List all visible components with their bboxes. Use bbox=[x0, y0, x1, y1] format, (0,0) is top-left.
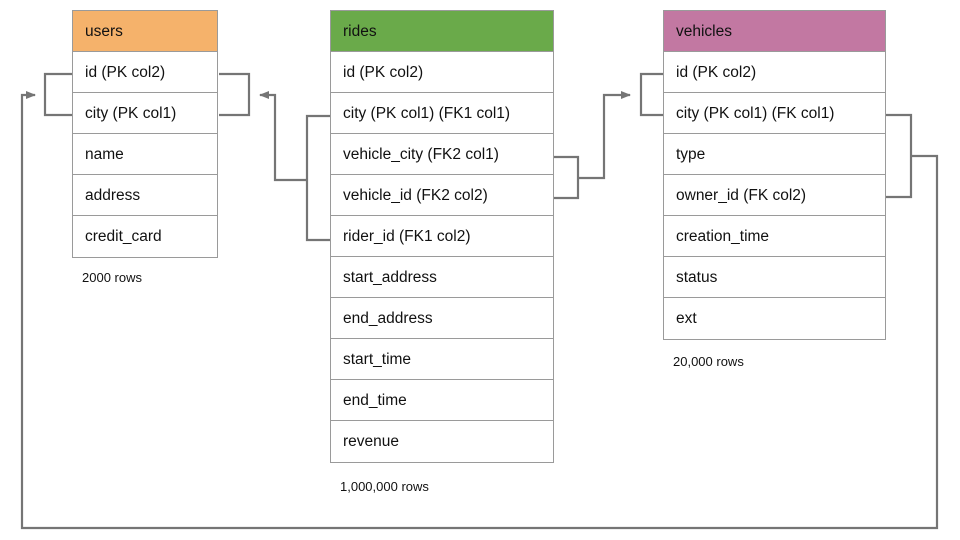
table-vehicles-column-city[interactable]: city (PK col1) (FK col1) bbox=[664, 93, 885, 134]
table-users[interactable]: users id (PK col2) city (PK col1) name a… bbox=[72, 10, 218, 258]
table-users-column-credit-card[interactable]: credit_card bbox=[73, 216, 217, 257]
connector-users-left-bracket bbox=[43, 72, 73, 117]
table-vehicles[interactable]: vehicles id (PK col2) city (PK col1) (FK… bbox=[663, 10, 886, 340]
table-users-row-count: 2000 rows bbox=[82, 270, 142, 285]
table-vehicles-column-owner-id[interactable]: owner_id (FK col2) bbox=[664, 175, 885, 216]
table-vehicles-column-creation-time[interactable]: creation_time bbox=[664, 216, 885, 257]
table-users-column-address[interactable]: address bbox=[73, 175, 217, 216]
table-rides[interactable]: rides id (PK col2) city (PK col1) (FK1 c… bbox=[330, 10, 554, 463]
connector-vehicles-left-bracket bbox=[639, 72, 664, 117]
table-users-column-id[interactable]: id (PK col2) bbox=[73, 52, 217, 93]
table-rides-column-revenue[interactable]: revenue bbox=[331, 421, 553, 462]
table-vehicles-column-type[interactable]: type bbox=[664, 134, 885, 175]
table-rides-column-vehicle-id[interactable]: vehicle_id (FK2 col2) bbox=[331, 175, 553, 216]
table-rides-column-rider-id[interactable]: rider_id (FK1 col2) bbox=[331, 216, 553, 257]
table-vehicles-column-id[interactable]: id (PK col2) bbox=[664, 52, 885, 93]
table-rides-column-end-time[interactable]: end_time bbox=[331, 380, 553, 421]
table-users-column-name[interactable]: name bbox=[73, 134, 217, 175]
table-rides-column-start-time[interactable]: start_time bbox=[331, 339, 553, 380]
connector-rides-left-bracket bbox=[305, 114, 331, 242]
connector-vehicles-right-bracket bbox=[886, 113, 913, 199]
table-rides-column-start-address[interactable]: start_address bbox=[331, 257, 553, 298]
table-users-column-city[interactable]: city (PK col1) bbox=[73, 93, 217, 134]
table-rides-column-vehicle-city[interactable]: vehicle_city (FK2 col1) bbox=[331, 134, 553, 175]
connector-rides-right-bracket bbox=[554, 155, 580, 200]
table-users-header: users bbox=[73, 11, 217, 52]
connector-rides-to-vehicles bbox=[578, 91, 631, 180]
table-rides-row-count: 1,000,000 rows bbox=[340, 479, 429, 494]
connector-users-right-bracket bbox=[219, 72, 251, 117]
connector-rides-to-users bbox=[259, 91, 307, 182]
table-rides-column-id[interactable]: id (PK col2) bbox=[331, 52, 553, 93]
table-vehicles-column-ext[interactable]: ext bbox=[664, 298, 885, 339]
table-rides-column-end-address[interactable]: end_address bbox=[331, 298, 553, 339]
table-vehicles-column-status[interactable]: status bbox=[664, 257, 885, 298]
table-vehicles-header: vehicles bbox=[664, 11, 885, 52]
table-rides-header: rides bbox=[331, 11, 553, 52]
table-rides-column-city[interactable]: city (PK col1) (FK1 col1) bbox=[331, 93, 553, 134]
table-vehicles-row-count: 20,000 rows bbox=[673, 354, 744, 369]
